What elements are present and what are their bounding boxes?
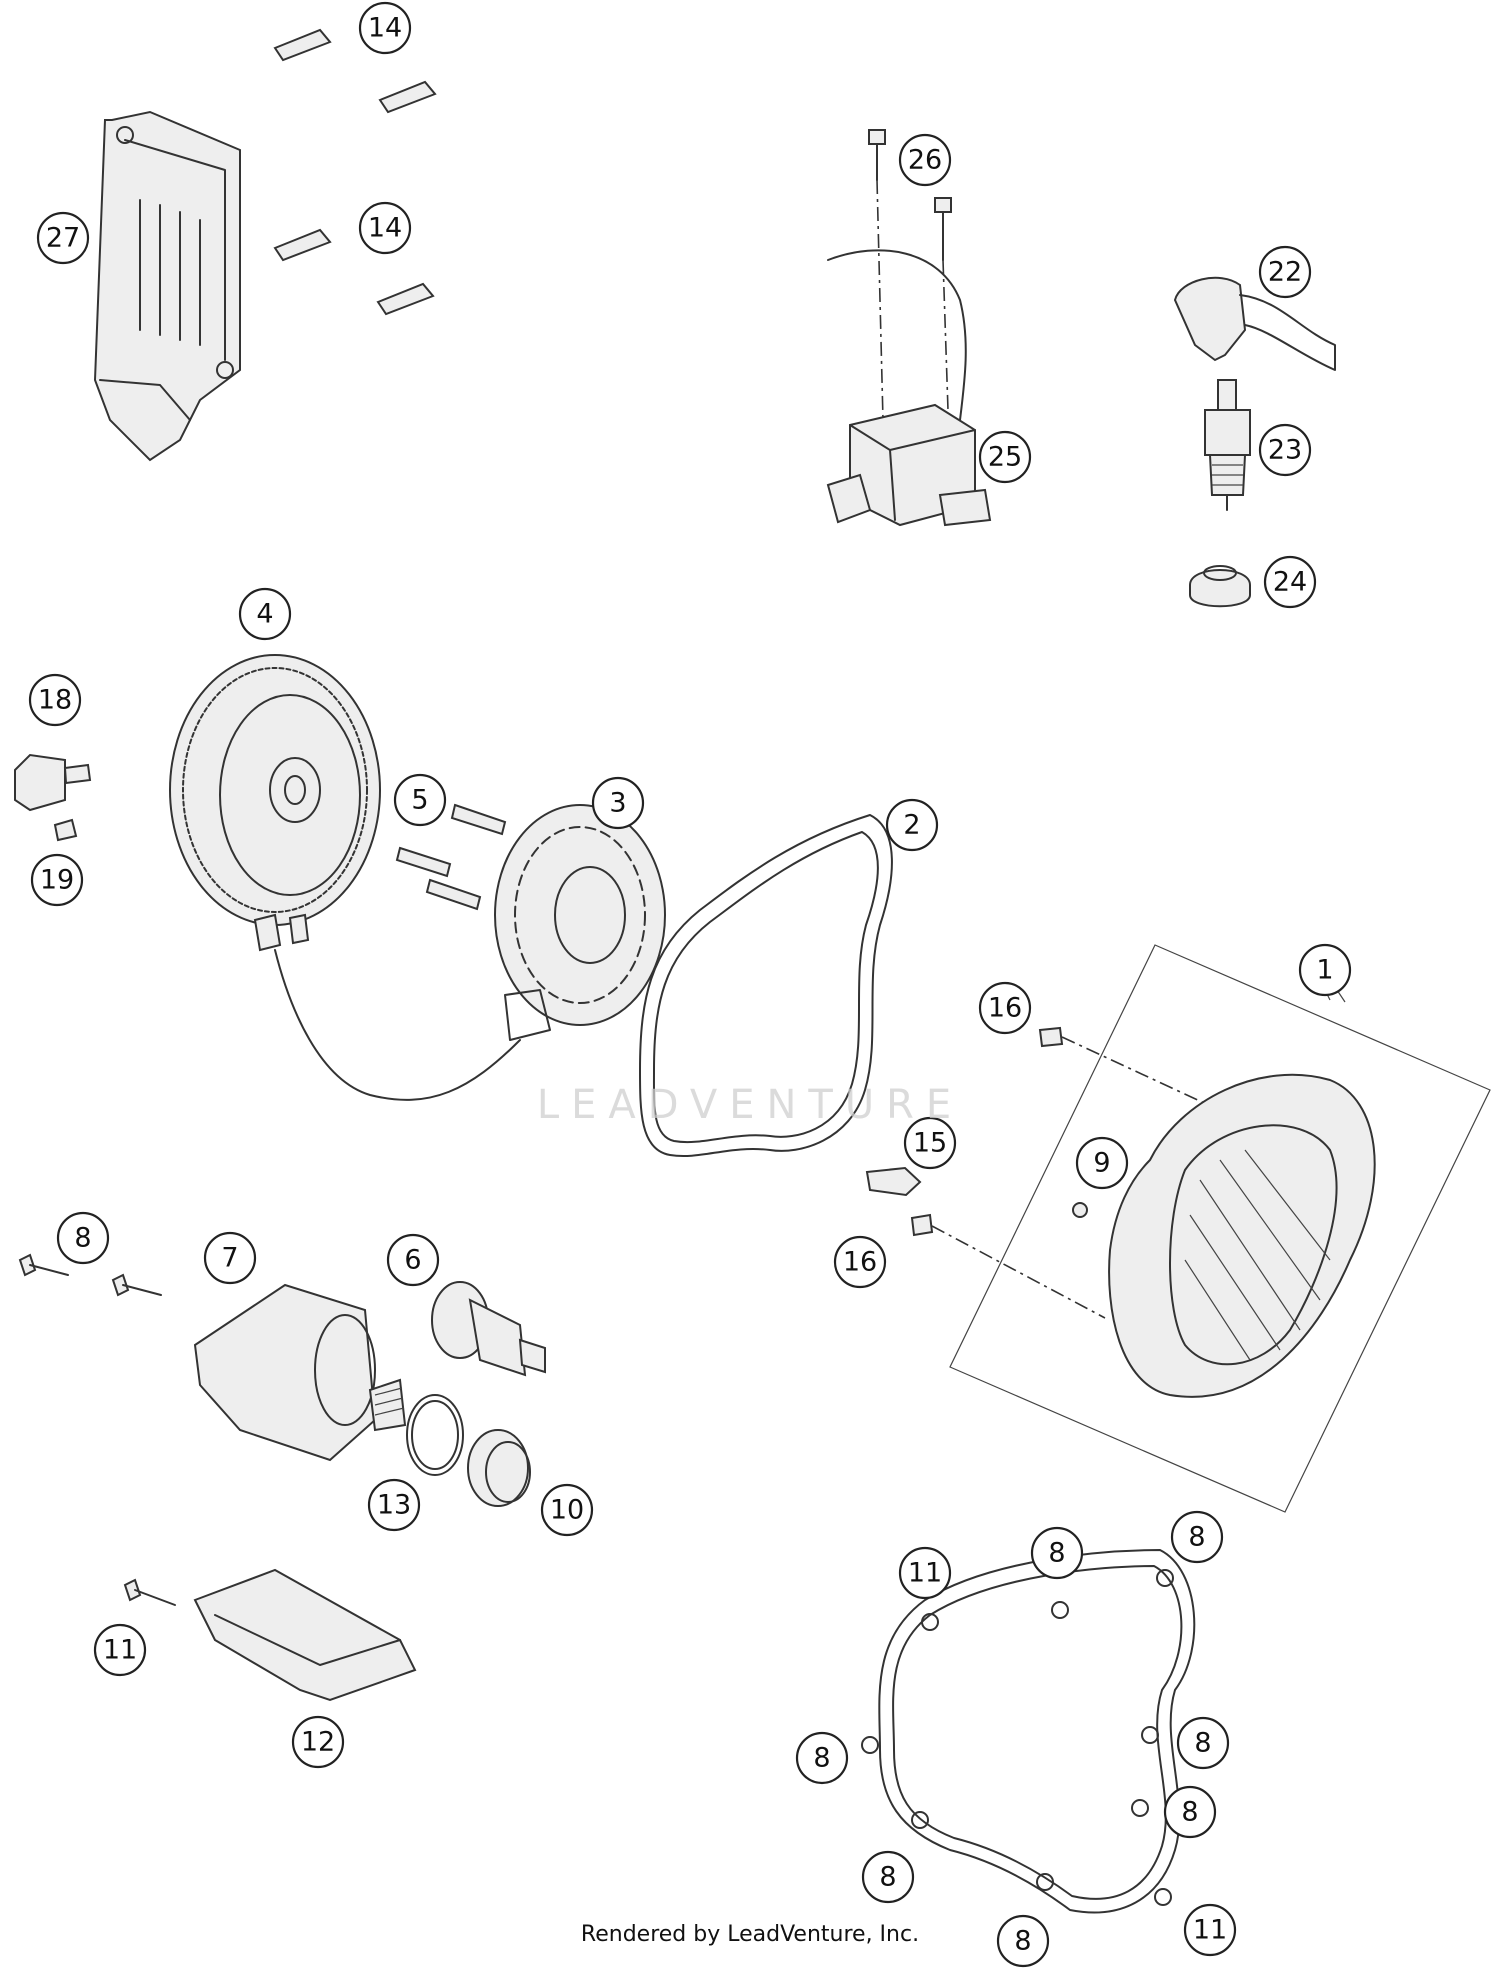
svg-text:11: 11 bbox=[103, 1635, 137, 1666]
part-plug-connector bbox=[1173, 276, 1336, 371]
callout-15: 15 bbox=[903, 1116, 957, 1170]
svg-text:4: 4 bbox=[256, 599, 273, 630]
part-spark-plug bbox=[1204, 379, 1251, 511]
svg-text:11: 11 bbox=[1193, 1915, 1227, 1946]
svg-text:16: 16 bbox=[988, 993, 1022, 1024]
callout-11b: 11 bbox=[898, 1546, 952, 1600]
callout-6: 6 bbox=[386, 1233, 440, 1287]
svg-text:15: 15 bbox=[913, 1128, 947, 1159]
part-washer-24 bbox=[1189, 565, 1251, 608]
svg-text:10: 10 bbox=[550, 1495, 584, 1526]
callout-19: 19 bbox=[30, 853, 84, 907]
part-stator bbox=[253, 804, 666, 1101]
part-ignition-coil bbox=[826, 249, 992, 527]
svg-text:22: 22 bbox=[1268, 257, 1302, 288]
part-starter-motor bbox=[193, 1283, 407, 1462]
part-sensor bbox=[14, 753, 92, 842]
svg-text:8: 8 bbox=[1048, 1538, 1065, 1569]
part-dowels bbox=[910, 1026, 1231, 1319]
part-flywheel bbox=[169, 654, 381, 926]
svg-text:8: 8 bbox=[74, 1223, 91, 1254]
callout-1: 1 bbox=[1298, 943, 1352, 997]
svg-text:16: 16 bbox=[843, 1247, 877, 1278]
callout-16b: 16 bbox=[833, 1235, 887, 1289]
part-cover-gasket bbox=[639, 814, 893, 1157]
svg-text:8: 8 bbox=[813, 1743, 830, 1774]
callout-11a: 11 bbox=[93, 1623, 147, 1677]
callout-8g: 8 bbox=[861, 1850, 915, 1904]
callout-2: 2 bbox=[885, 798, 939, 852]
svg-text:8: 8 bbox=[879, 1862, 896, 1893]
svg-text:8: 8 bbox=[1194, 1728, 1211, 1759]
svg-text:25: 25 bbox=[988, 442, 1022, 473]
svg-text:19: 19 bbox=[40, 865, 74, 896]
part-stator-bolts bbox=[395, 803, 507, 911]
callout-8e: 8 bbox=[1163, 1785, 1217, 1839]
part-clip bbox=[865, 1166, 922, 1197]
part-guard-plate bbox=[123, 1568, 417, 1702]
svg-text:2: 2 bbox=[903, 810, 920, 841]
callout-14a: 14 bbox=[358, 1, 412, 55]
callout-23: 23 bbox=[1258, 423, 1312, 477]
svg-text:14: 14 bbox=[368, 13, 402, 44]
callout-11c: 11 bbox=[1183, 1903, 1237, 1957]
svg-text:23: 23 bbox=[1268, 435, 1302, 466]
callout-24: 24 bbox=[1263, 555, 1317, 609]
svg-text:1: 1 bbox=[1316, 955, 1333, 986]
callout-8h: 8 bbox=[996, 1914, 1050, 1968]
svg-text:24: 24 bbox=[1273, 567, 1307, 598]
part-ecu-bracket bbox=[93, 110, 241, 462]
svg-text:8: 8 bbox=[1181, 1797, 1198, 1828]
svg-text:9: 9 bbox=[1093, 1148, 1110, 1179]
svg-text:8: 8 bbox=[1014, 1926, 1031, 1957]
part-starter-gear bbox=[431, 1281, 546, 1377]
svg-text:26: 26 bbox=[908, 145, 942, 176]
callout-5: 5 bbox=[393, 773, 447, 827]
svg-text:27: 27 bbox=[46, 223, 80, 254]
svg-text:3: 3 bbox=[609, 788, 626, 819]
svg-text:14: 14 bbox=[368, 213, 402, 244]
part-bushing bbox=[467, 1429, 531, 1507]
callout-8d: 8 bbox=[1176, 1716, 1230, 1770]
callout-22: 22 bbox=[1258, 245, 1312, 299]
callout-8a: 8 bbox=[56, 1211, 110, 1265]
svg-text:7: 7 bbox=[221, 1243, 238, 1274]
callout-13: 13 bbox=[367, 1478, 421, 1532]
svg-text:11: 11 bbox=[908, 1558, 942, 1589]
callout-8c: 8 bbox=[1170, 1510, 1224, 1564]
callout-7: 7 bbox=[203, 1231, 257, 1285]
part-starter-bolts bbox=[18, 1253, 162, 1297]
svg-text:12: 12 bbox=[301, 1727, 335, 1758]
svg-text:8: 8 bbox=[1188, 1522, 1205, 1553]
callout-4: 4 bbox=[238, 587, 292, 641]
part-ignition-cover bbox=[949, 944, 1491, 1513]
callout-14b: 14 bbox=[358, 201, 412, 255]
callout-25: 25 bbox=[978, 430, 1032, 484]
svg-text:5: 5 bbox=[411, 785, 428, 816]
part-bolts-14 bbox=[273, 28, 437, 316]
callout-26: 26 bbox=[898, 133, 952, 187]
callout-8f: 8 bbox=[795, 1731, 849, 1785]
svg-text:6: 6 bbox=[404, 1245, 421, 1276]
svg-text:18: 18 bbox=[38, 685, 72, 716]
svg-text:13: 13 bbox=[377, 1490, 411, 1521]
callout-12: 12 bbox=[291, 1715, 345, 1769]
callout-9: 9 bbox=[1075, 1136, 1129, 1190]
part-o-ring bbox=[406, 1394, 464, 1476]
callout-27: 27 bbox=[36, 211, 90, 265]
watermark: LEADVENTURE bbox=[536, 1082, 964, 1128]
callout-3: 3 bbox=[591, 776, 645, 830]
callout-18: 18 bbox=[28, 673, 82, 727]
footer-credit: Rendered by LeadVenture, Inc. bbox=[580, 1922, 920, 1947]
callout-16a: 16 bbox=[978, 981, 1032, 1035]
callout-10: 10 bbox=[540, 1483, 594, 1537]
callout-8b: 8 bbox=[1030, 1526, 1084, 1580]
part-starter-gasket bbox=[861, 1549, 1196, 1914]
